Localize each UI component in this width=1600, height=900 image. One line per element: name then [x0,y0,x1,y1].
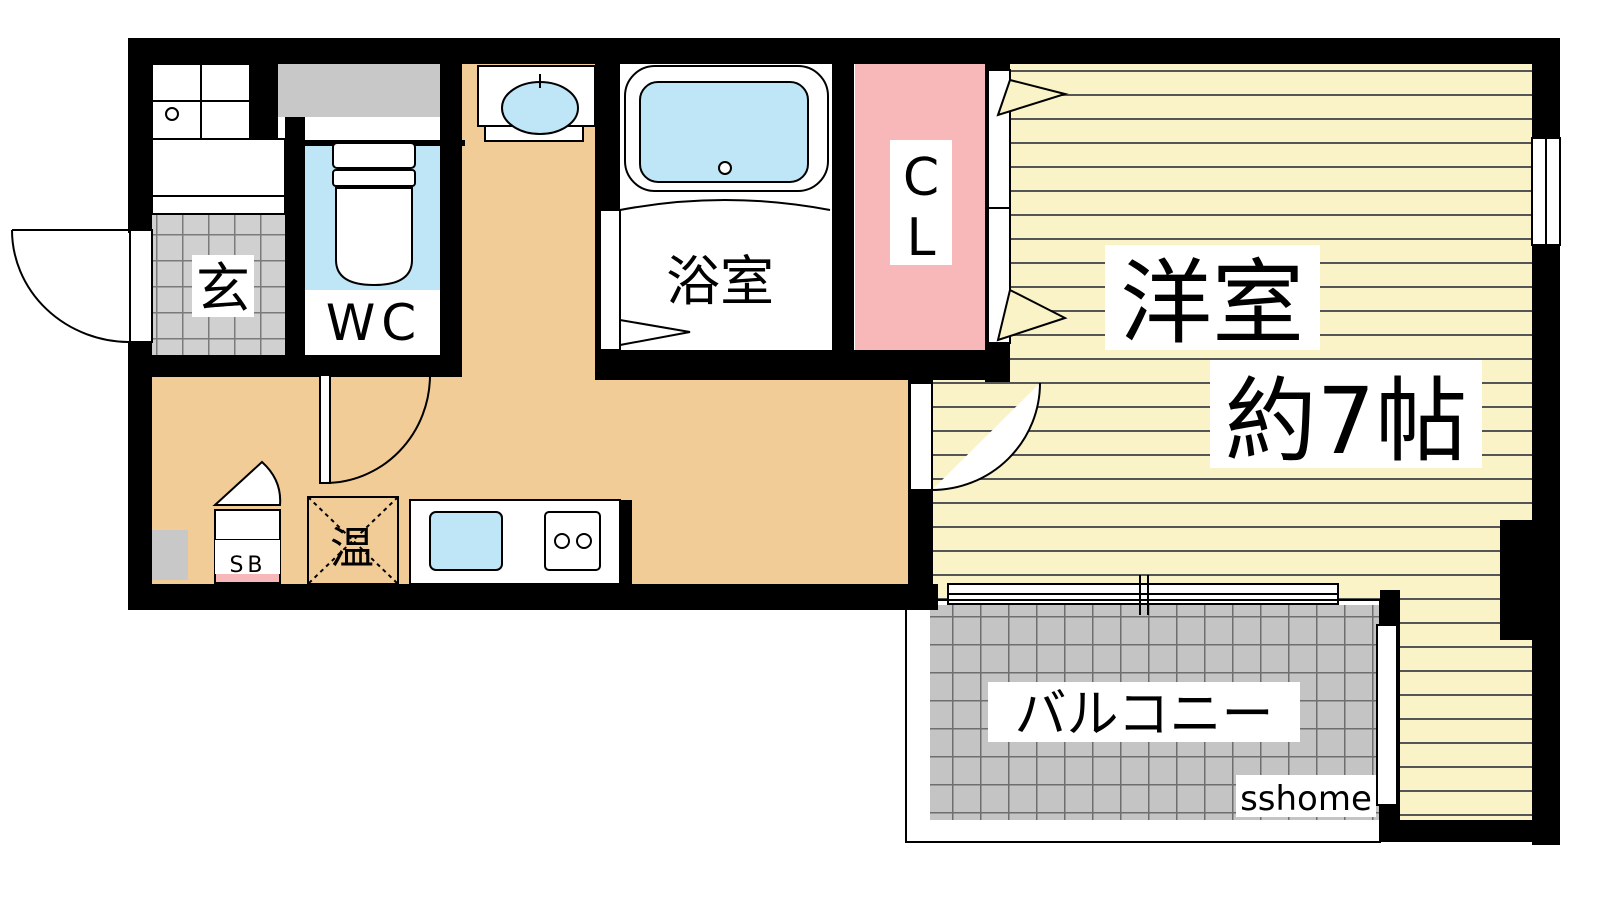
toilet-fixture [332,142,416,287]
svg-text:約7帖: 約7帖 [1225,368,1468,475]
entrance-label: 玄 [192,255,254,320]
water-heater-label: 温 [330,523,374,574]
water-heater [307,496,399,585]
closet-label: C L [890,140,952,268]
svg-text:C: C [903,148,939,208]
washbasin [477,65,596,142]
svg-text:浴室: 浴室 [666,250,774,313]
svg-text:温: 温 [330,523,374,574]
svg-text:洋室: 洋室 [1120,250,1304,357]
closet-doors [987,69,1069,344]
svg-text:玄: 玄 [196,257,250,320]
walls [128,38,1560,845]
room-door [909,382,1041,491]
entrance-cabinet [151,63,286,215]
western-room-size: 約7帖 [1210,360,1482,475]
western-room-label: 洋室 [1105,245,1320,357]
entrance-door [11,229,153,343]
kitchen-counter [409,499,621,585]
balcony-label: バルコニー [988,682,1300,745]
bathroom-label: 浴室 [666,250,774,313]
svg-text:SB: SB [229,553,266,578]
storage-shelf [278,62,440,117]
svg-text:WC: WC [326,294,422,352]
balcony-side-window [1376,624,1398,806]
shoe-box-label: SB [229,553,266,578]
corridor-floor [150,62,930,590]
watermark: sshome [1236,775,1376,819]
shoe-box [212,460,282,584]
toilet-door [319,374,431,484]
toilet-label: WC [312,292,437,352]
svg-text:バルコニー: バルコニー [1015,685,1274,745]
bathroom-door [599,209,691,351]
svg-text:sshome: sshome [1240,779,1372,819]
bathtub [619,65,831,211]
svg-text:L: L [907,208,936,268]
small-storage [150,530,188,580]
